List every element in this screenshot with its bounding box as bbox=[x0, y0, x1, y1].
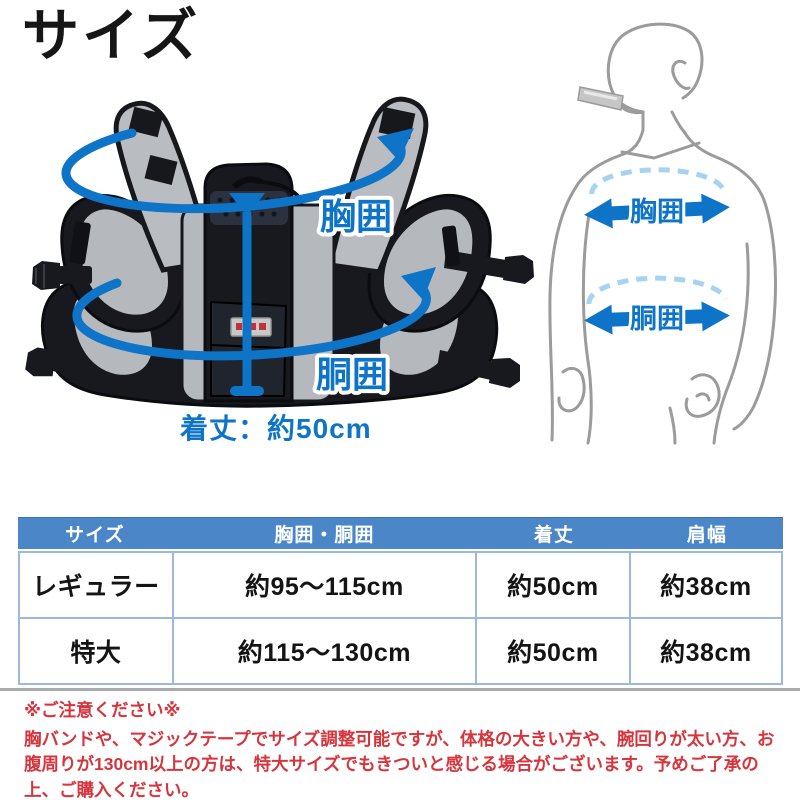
size-table-body: レギュラー 約95～115cm 約50cm 約38cm 特大 約115～130c… bbox=[18, 551, 783, 685]
adjuster-strap bbox=[69, 221, 91, 265]
chest-double-arrow bbox=[584, 193, 730, 229]
cell-girth: 約95～115cm bbox=[174, 553, 477, 617]
body-girth-label: 胴囲 bbox=[629, 304, 684, 334]
chest-girth-arc bbox=[61, 128, 406, 214]
waist-girth-arc bbox=[72, 278, 431, 361]
cell-shoulder: 約38cm bbox=[660, 573, 752, 601]
adjuster-strap bbox=[441, 225, 461, 267]
d-ring bbox=[231, 176, 263, 190]
cell-size: レギュラー bbox=[20, 553, 174, 617]
vest-length-label: 着丈：約50cm bbox=[179, 412, 372, 444]
mouth-stick-highlight bbox=[583, 90, 618, 101]
d-ring-hook bbox=[260, 180, 300, 198]
vest-measure-arrows bbox=[61, 128, 436, 396]
col-header-size: サイズ bbox=[65, 525, 125, 546]
col-header-length: 着丈 bbox=[533, 525, 574, 546]
body-outline bbox=[548, 22, 778, 445]
left-side-buckles bbox=[25, 261, 92, 377]
body-chest-label: 胸囲 bbox=[630, 197, 684, 227]
col-header-girth: 胸囲・胴囲 bbox=[274, 525, 375, 546]
cell-shoulder: 約38cm bbox=[660, 639, 752, 667]
waist-double-arrow bbox=[584, 301, 730, 335]
vest-measurement-diagram: 胸囲 胴囲 着丈：約50cm bbox=[25, 96, 534, 444]
velcro-patch bbox=[144, 154, 178, 186]
size-table: サイズ 胸囲・胴囲 着丈 肩幅 レギュラー 約95～115cm 約50cm 約3… bbox=[18, 517, 783, 685]
cell-size: 特大 bbox=[20, 619, 174, 683]
cell-girth: 約115～130cm bbox=[174, 619, 477, 683]
length-top-arrow bbox=[229, 193, 265, 216]
cell-length: 約50cm bbox=[477, 553, 631, 617]
vest-girth-label: 胴囲 bbox=[316, 354, 388, 395]
waist-dashed-ellipse bbox=[586, 275, 729, 305]
length-bottom-bar bbox=[230, 386, 264, 396]
chest-girth-arrowhead bbox=[377, 128, 414, 161]
col-header-shoulder: 肩幅 bbox=[686, 525, 727, 546]
caution-note: ※ご注意ください※ 胸バンドや、マジックテープでサイズ調整可能ですが、体格の大き… bbox=[24, 698, 784, 800]
chest-dashed-ellipse bbox=[589, 167, 726, 195]
right-side-buckles bbox=[437, 250, 534, 388]
body-measurement-diagram: 胸囲 胴囲 bbox=[548, 22, 778, 445]
table-row-regular: レギュラー 約95～115cm 約50cm 約38cm bbox=[20, 553, 781, 617]
cell-length: 約50cm bbox=[477, 619, 631, 683]
caution-title: ※ご注意ください※ bbox=[24, 700, 181, 720]
vest-chest-label: 胸囲 bbox=[320, 196, 392, 237]
caution-body: 胸バンドや、マジックテープでサイズ調整可能ですが、体格の大きい方や、腕回りが太い… bbox=[24, 728, 775, 800]
waist-girth-arrowhead bbox=[401, 267, 436, 300]
bottom-divider bbox=[0, 688, 800, 691]
table-row-extra-large: 特大 約115～130cm 約50cm 約38cm bbox=[20, 617, 781, 683]
size-table-header: サイズ 胸囲・胴囲 着丈 肩幅 bbox=[18, 517, 783, 549]
velcro-patch bbox=[128, 106, 164, 138]
page-title: サイズ bbox=[22, 4, 201, 68]
